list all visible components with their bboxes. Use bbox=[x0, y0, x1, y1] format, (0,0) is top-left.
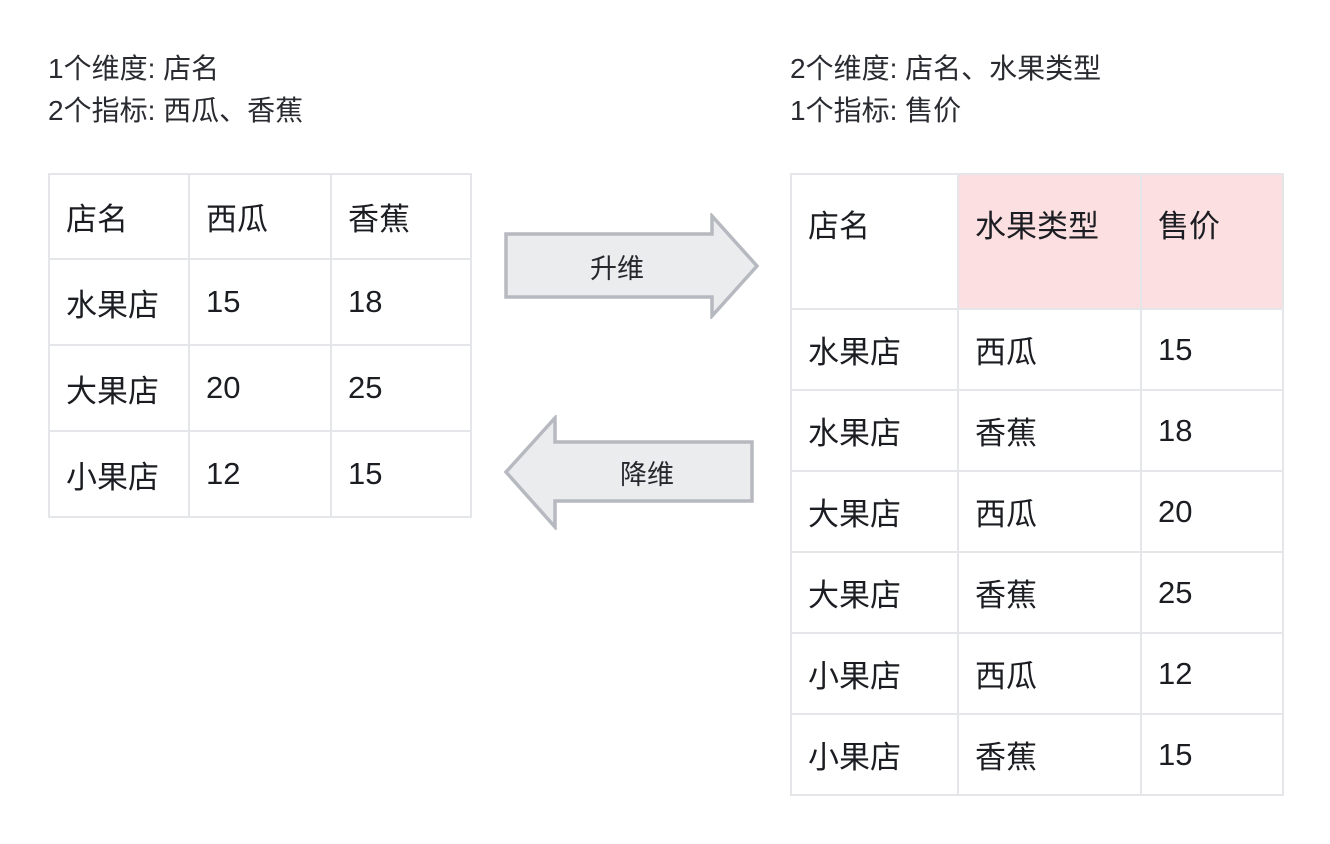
left-annotation-line1: 1个维度: 店名 bbox=[48, 53, 220, 84]
table-cell: 西瓜 bbox=[957, 632, 1142, 715]
table-row: 水果店 15 18 bbox=[48, 258, 472, 346]
table-cell: 香蕉 bbox=[957, 551, 1142, 634]
table-header-row: 店名 西瓜 香蕉 bbox=[48, 173, 472, 260]
right-table-annotation: 2个维度: 店名、水果类型 1个指标: 售价 bbox=[790, 48, 1101, 132]
left-table-annotation: 1个维度: 店名 2个指标: 西瓜、香蕉 bbox=[48, 48, 303, 132]
ascend-dimension-arrow: 升维 bbox=[503, 213, 761, 319]
table-cell: 12 bbox=[1140, 632, 1284, 715]
table-cell: 西瓜 bbox=[957, 470, 1142, 553]
table-cell: 15 bbox=[1140, 713, 1284, 796]
table-cell: 大果店 bbox=[48, 344, 190, 432]
table-cell: 大果店 bbox=[790, 551, 959, 634]
right-annotation-line2: 1个指标: 售价 bbox=[790, 95, 962, 126]
column-header-watermelon: 西瓜 bbox=[188, 173, 332, 260]
table-cell: 大果店 bbox=[790, 470, 959, 553]
descend-arrow-label: 降维 bbox=[620, 459, 674, 490]
table-cell: 小果店 bbox=[790, 713, 959, 796]
right-annotation-line1: 2个维度: 店名、水果类型 bbox=[790, 53, 1102, 84]
table-cell: 18 bbox=[1140, 389, 1284, 472]
table-cell: 15 bbox=[330, 430, 472, 518]
column-header-store: 店名 bbox=[790, 173, 959, 310]
table-row: 大果店 西瓜 20 bbox=[790, 470, 1284, 553]
table-row: 水果店 香蕉 18 bbox=[790, 389, 1284, 472]
table-cell: 水果店 bbox=[790, 389, 959, 472]
table-cell: 12 bbox=[188, 430, 332, 518]
table-cell: 15 bbox=[1140, 308, 1284, 391]
table-cell: 20 bbox=[1140, 470, 1284, 553]
table-cell: 小果店 bbox=[790, 632, 959, 715]
table-cell: 香蕉 bbox=[957, 713, 1142, 796]
table-row: 小果店 西瓜 12 bbox=[790, 632, 1284, 715]
table-cell: 15 bbox=[188, 258, 332, 346]
table-row: 大果店 香蕉 25 bbox=[790, 551, 1284, 634]
table-cell: 小果店 bbox=[48, 430, 190, 518]
table-cell: 西瓜 bbox=[957, 308, 1142, 391]
table-cell: 水果店 bbox=[790, 308, 959, 391]
table-cell: 水果店 bbox=[48, 258, 190, 346]
right-arrow-icon bbox=[504, 213, 760, 319]
table-row: 小果店 香蕉 15 bbox=[790, 713, 1284, 796]
table-cell: 18 bbox=[330, 258, 472, 346]
column-header-fruit-type: 水果类型 bbox=[957, 173, 1142, 310]
table-cell: 香蕉 bbox=[957, 389, 1142, 472]
column-header-price: 售价 bbox=[1140, 173, 1284, 310]
table-cell: 25 bbox=[330, 344, 472, 432]
flat-table: 店名 西瓜 香蕉 水果店 15 18 大果店 20 25 小果店 12 15 bbox=[48, 173, 472, 518]
column-header-store: 店名 bbox=[48, 173, 190, 260]
column-header-banana: 香蕉 bbox=[330, 173, 472, 260]
table-row: 水果店 西瓜 15 bbox=[790, 308, 1284, 391]
table-row: 小果店 12 15 bbox=[48, 430, 472, 518]
left-annotation-line2: 2个指标: 西瓜、香蕉 bbox=[48, 95, 304, 126]
ascend-arrow-label: 升维 bbox=[590, 253, 644, 284]
table-cell: 20 bbox=[188, 344, 332, 432]
table-cell: 25 bbox=[1140, 551, 1284, 634]
descend-dimension-arrow: 降维 bbox=[503, 415, 755, 530]
long-table: 店名 水果类型 售价 水果店 西瓜 15 水果店 香蕉 18 大果店 西瓜 20 bbox=[790, 173, 1284, 796]
table-header-row: 店名 水果类型 售价 bbox=[790, 173, 1284, 310]
table-row: 大果店 20 25 bbox=[48, 344, 472, 432]
left-arrow-icon bbox=[503, 415, 754, 530]
